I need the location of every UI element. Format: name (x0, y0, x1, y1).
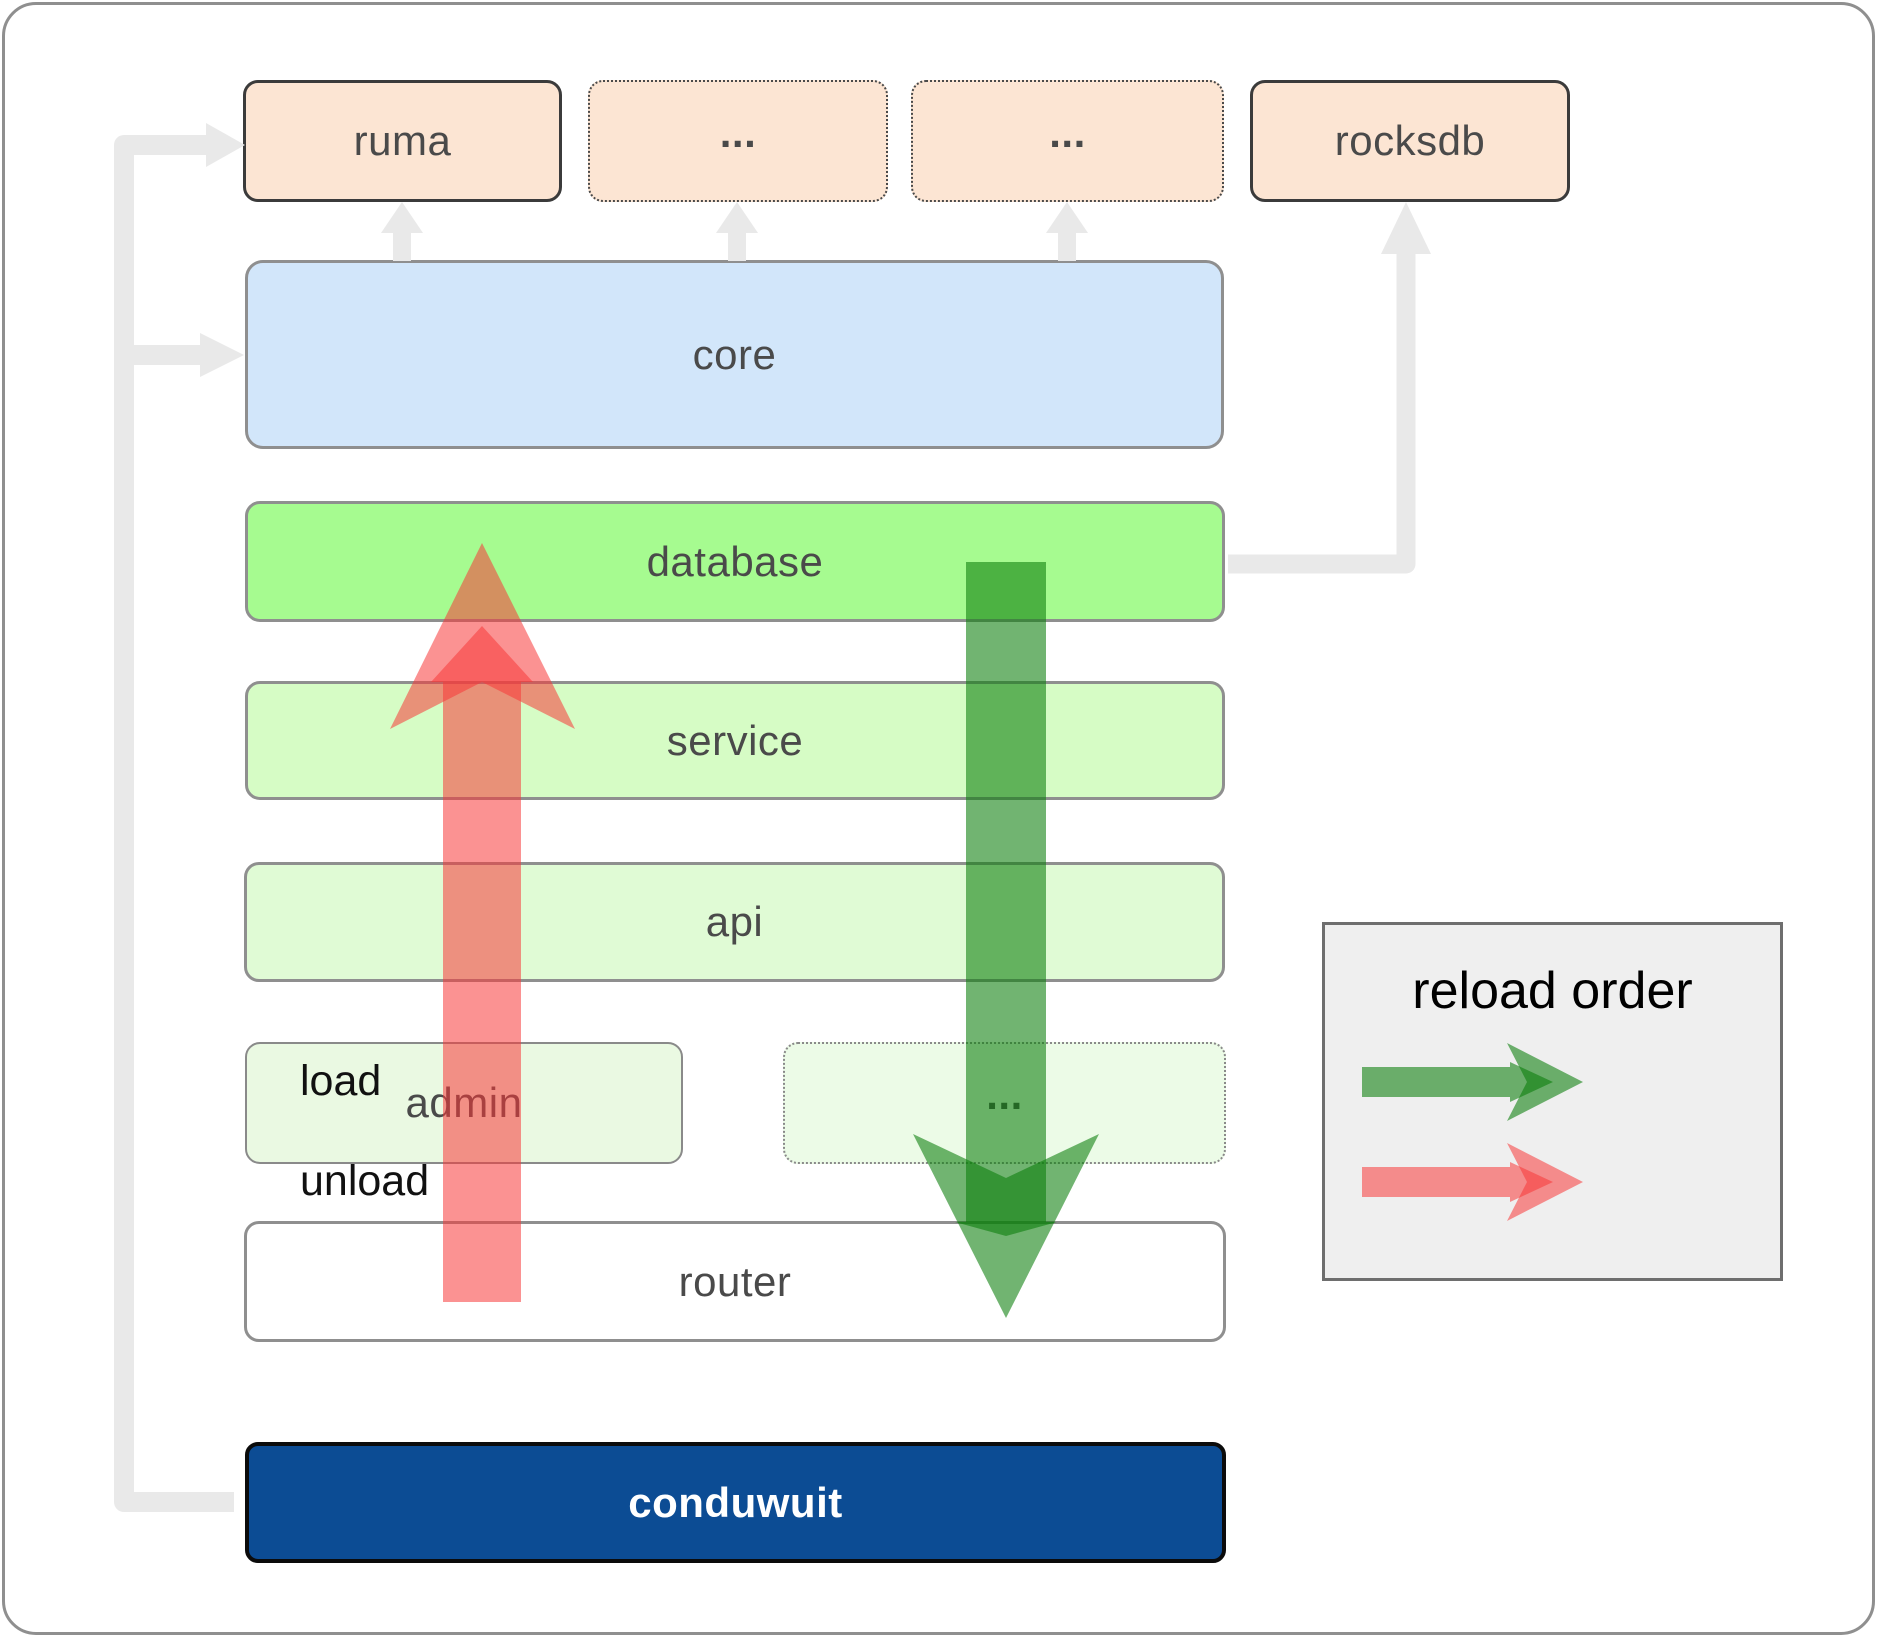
box-api-label: api (705, 898, 764, 945)
legend-load-label: load (300, 1057, 382, 1105)
box-router-label: router (678, 1257, 792, 1305)
legend-title: reload order (1412, 962, 1693, 1020)
box-ellipsis-3: ... (783, 1042, 1226, 1164)
box-api: api (244, 862, 1225, 982)
box-rocksdb: rocksdb (1250, 80, 1570, 202)
box-rocksdb-label: rocksdb (1334, 117, 1486, 164)
box-ellipsis-2-label: ... (1049, 109, 1086, 156)
box-ellipsis-3-label: ... (986, 1071, 1023, 1118)
box-core-label: core (692, 330, 777, 378)
box-admin-label: admin (405, 1079, 523, 1126)
box-ellipsis-1: ... (588, 80, 888, 202)
box-conduwuit-label: conduwuit (628, 1478, 843, 1526)
box-conduwuit: conduwuit (245, 1442, 1226, 1563)
box-router: router (244, 1221, 1226, 1342)
box-ellipsis-1-label: ... (719, 109, 757, 156)
box-database-label: database (646, 537, 824, 585)
box-ellipsis-2: ... (911, 80, 1224, 202)
legend-unload-label: unload (300, 1157, 430, 1205)
box-ruma: ruma (243, 80, 562, 202)
legend-reload-order: reload order (1322, 922, 1783, 1281)
box-ruma-label: ruma (353, 117, 452, 164)
box-service: service (245, 681, 1225, 800)
box-database: database (245, 501, 1225, 622)
box-core: core (245, 260, 1224, 449)
box-service-label: service (666, 716, 804, 764)
